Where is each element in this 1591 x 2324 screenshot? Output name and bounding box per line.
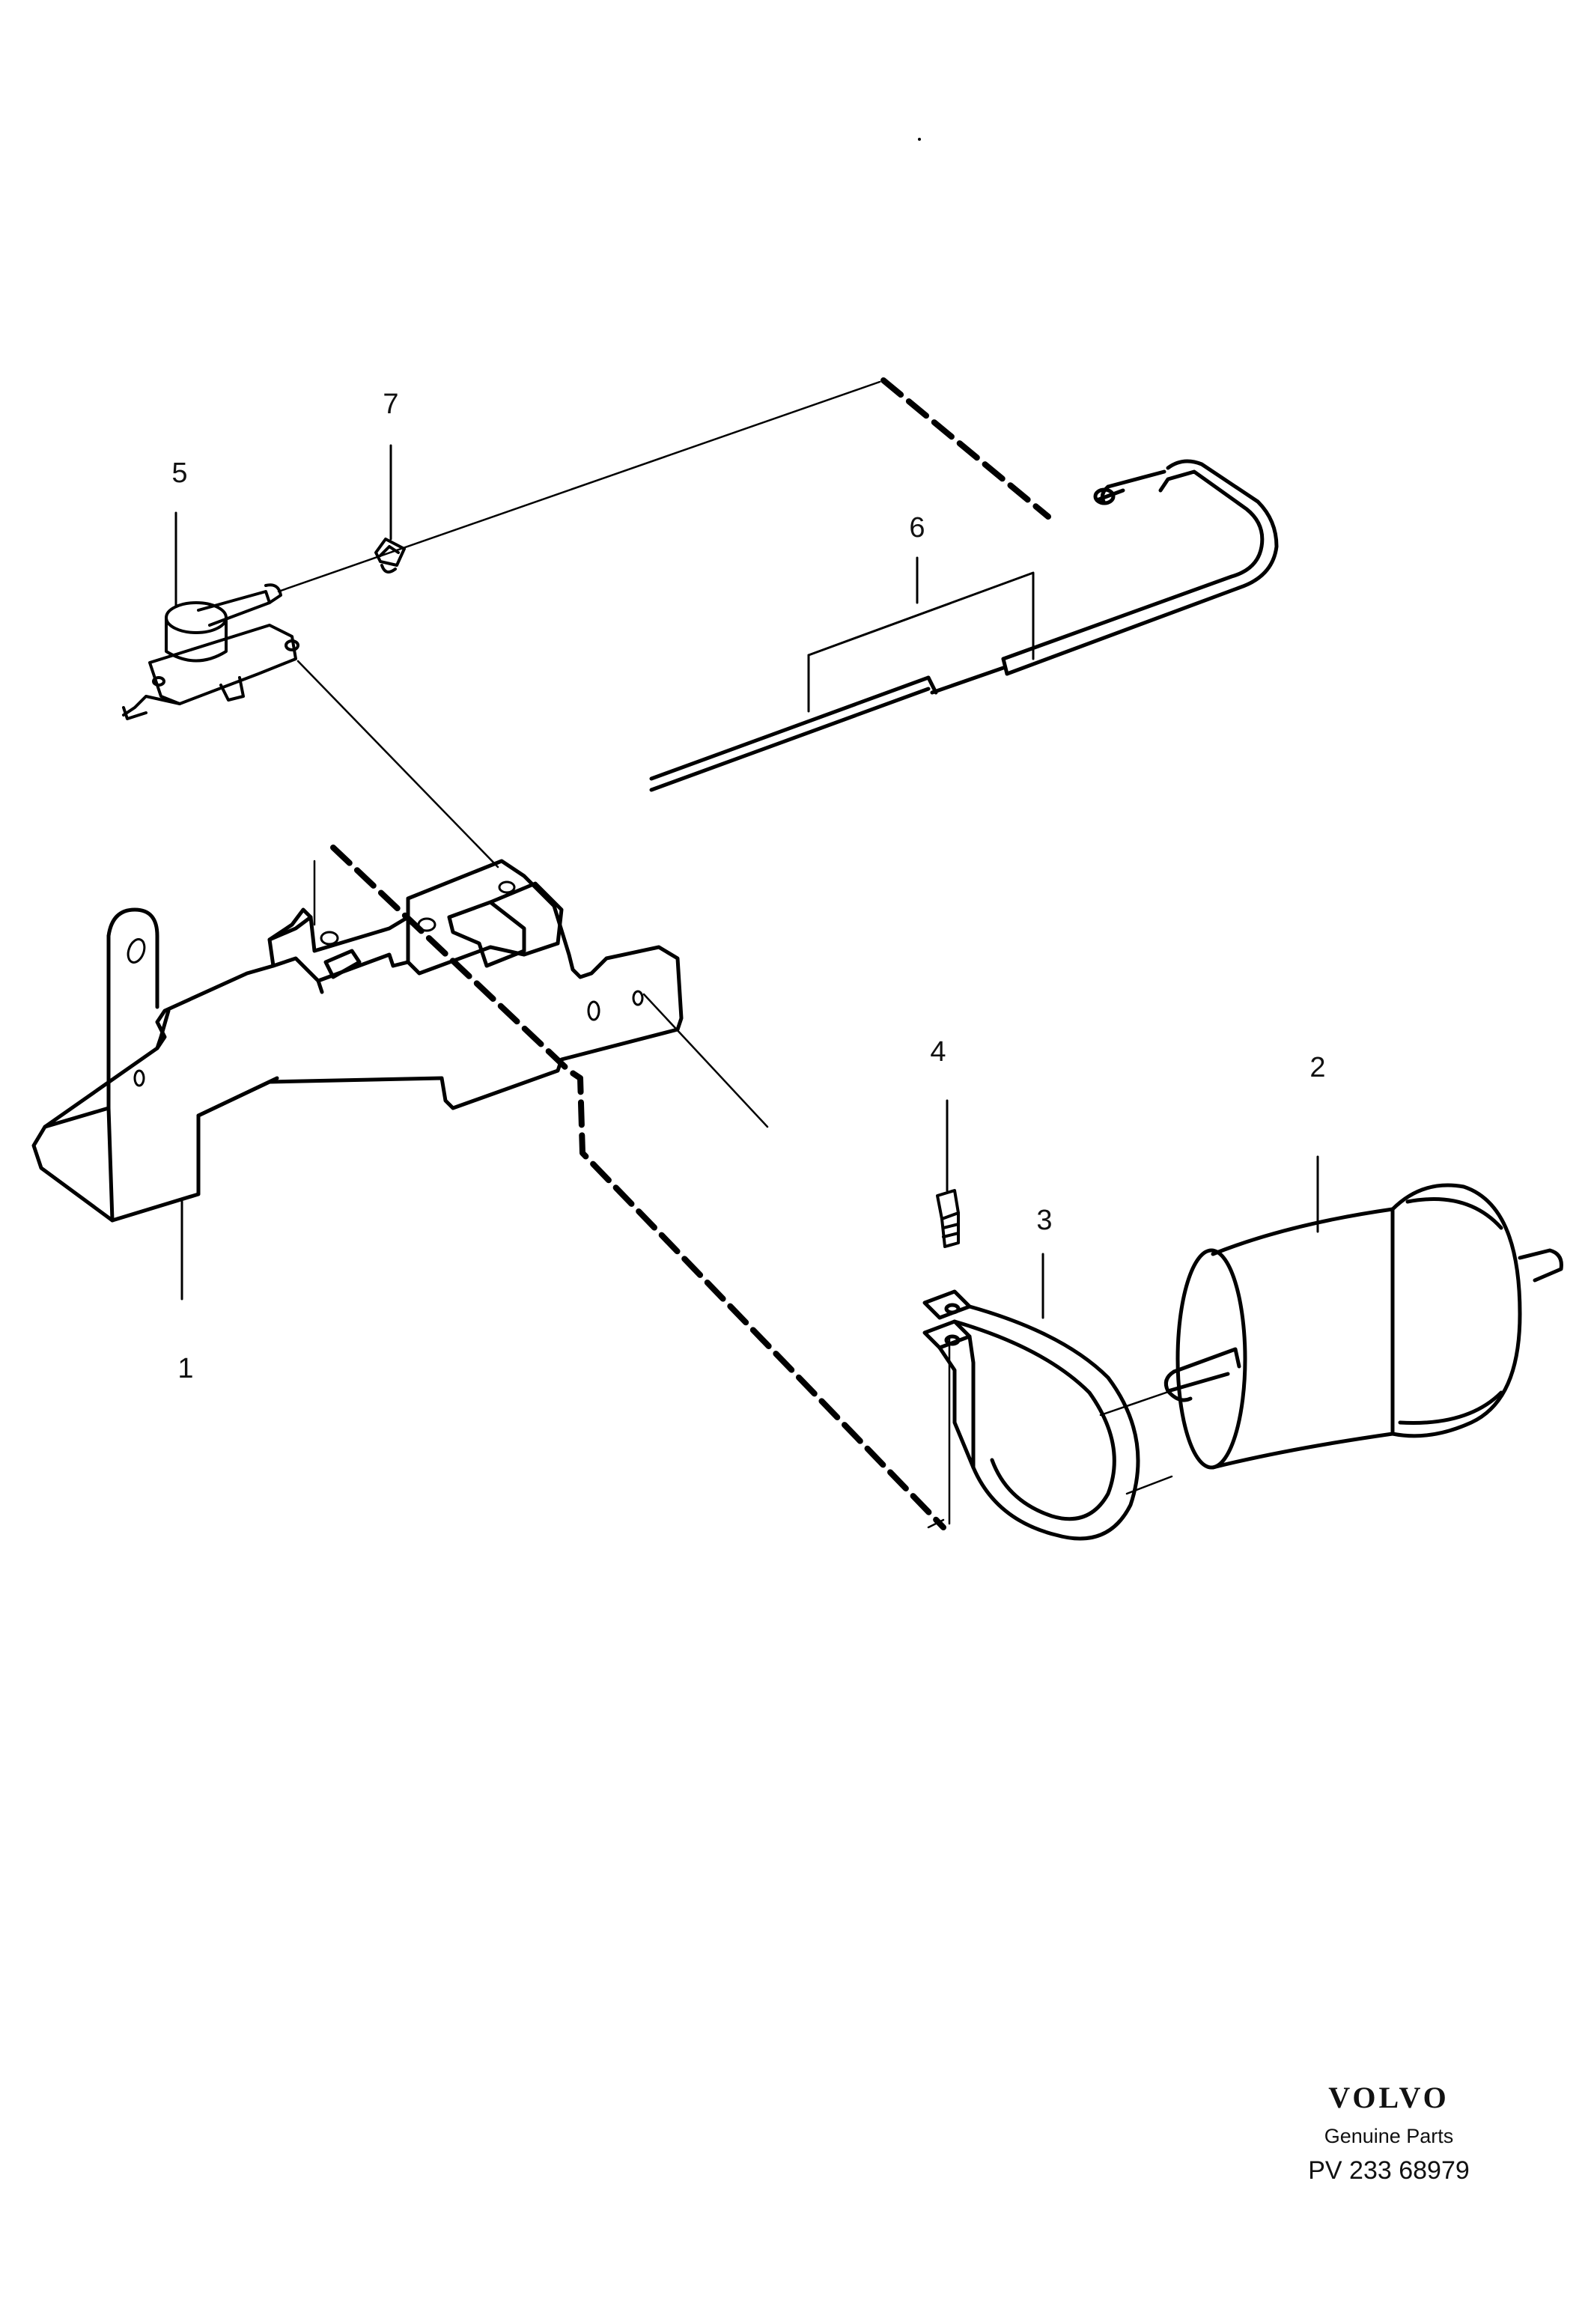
callout-leaders	[174, 444, 1319, 1319]
bracket-part-1	[31, 859, 684, 1223]
brand-subtitle: Genuine Parts	[1324, 2125, 1454, 2147]
clamp-part-3	[922, 1289, 1140, 1541]
valve-part-5	[122, 583, 299, 720]
callout-label-4: 4	[930, 1036, 946, 1068]
leader-lines	[277, 380, 1178, 1529]
bracket-holes	[127, 880, 644, 1087]
volvo-logo: VOLVO	[1328, 2081, 1449, 2114]
callout-label-5: 5	[171, 457, 188, 489]
callout-label-1: 1	[177, 1353, 194, 1384]
fuel-filter-part-2	[1163, 1183, 1563, 1470]
callout-label-7: 7	[383, 389, 399, 420]
dashed-lines	[330, 377, 1051, 1530]
pipe-callout-box	[807, 571, 1035, 713]
callout-label-6: 6	[909, 512, 925, 544]
callout-label-3: 3	[1036, 1205, 1053, 1236]
screw-part-4	[936, 1189, 960, 1248]
pipe-part-6	[649, 459, 1279, 792]
stray-dot	[918, 138, 921, 141]
callout-label-2: 2	[1309, 1052, 1326, 1083]
part-code: PV 233 68979	[1308, 2156, 1470, 2185]
